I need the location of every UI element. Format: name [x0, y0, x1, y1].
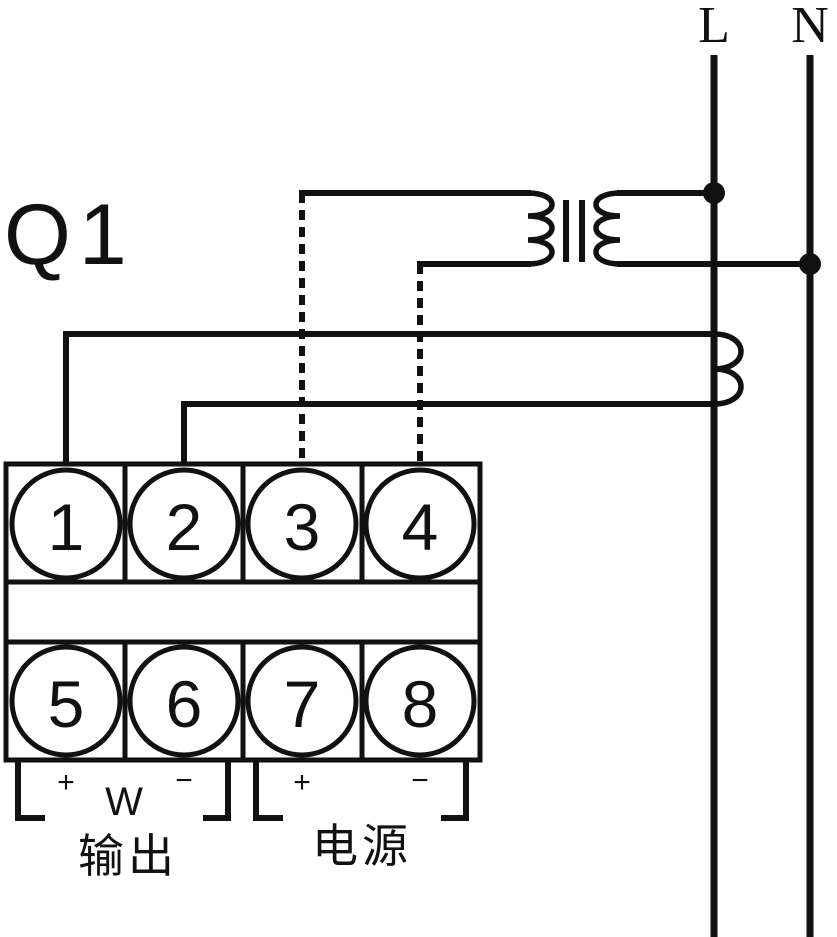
power-bracket-left — [253, 759, 283, 821]
power-group: + − 电源 — [253, 759, 469, 873]
terminal-7-ring — [245, 644, 359, 758]
terminal-6-ring — [127, 644, 241, 758]
output-bracket-right — [203, 759, 231, 821]
terminal-5: 5 — [48, 667, 85, 741]
output-minus: − — [175, 764, 193, 797]
pt-primary-coil — [593, 190, 621, 267]
power-minus: − — [411, 764, 429, 797]
current-transformer — [63, 331, 744, 465]
terminal-8: 8 — [402, 667, 439, 741]
terminal-1: 1 — [48, 490, 85, 564]
output-group: + W − 输出 — [15, 759, 231, 883]
terminal-block: 1 2 3 4 5 6 7 8 — [3, 461, 483, 763]
output-plus: + — [57, 766, 75, 799]
junction-dot-l — [703, 182, 725, 204]
power-label: 电源 — [312, 819, 412, 873]
output-label: 输出 — [78, 829, 178, 883]
terminal-4: 4 — [402, 490, 439, 564]
terminal-3: 3 — [284, 490, 321, 564]
power-bracket-right — [441, 759, 469, 821]
power-plus: + — [293, 766, 311, 799]
bus-label-n: N — [791, 0, 829, 54]
terminal-4-ring — [363, 467, 477, 581]
terminal-8-ring — [363, 644, 477, 758]
terminal-5-ring — [9, 644, 123, 758]
output-unit: W — [105, 780, 143, 824]
terminal-2-ring — [127, 467, 241, 581]
terminal-1-ring — [9, 467, 123, 581]
ct-coil — [713, 331, 744, 407]
pt-secondary-coil — [527, 190, 555, 267]
junction-dot-n — [799, 253, 821, 275]
terminal-3-ring — [245, 467, 359, 581]
terminal-7: 7 — [284, 667, 321, 741]
bus-label-l: L — [698, 0, 730, 54]
device-label: Q1 — [4, 187, 135, 283]
voltage-transformer — [299, 182, 821, 462]
terminal-2: 2 — [166, 490, 203, 564]
terminal-6: 6 — [166, 667, 203, 741]
output-bracket-left — [15, 759, 45, 821]
